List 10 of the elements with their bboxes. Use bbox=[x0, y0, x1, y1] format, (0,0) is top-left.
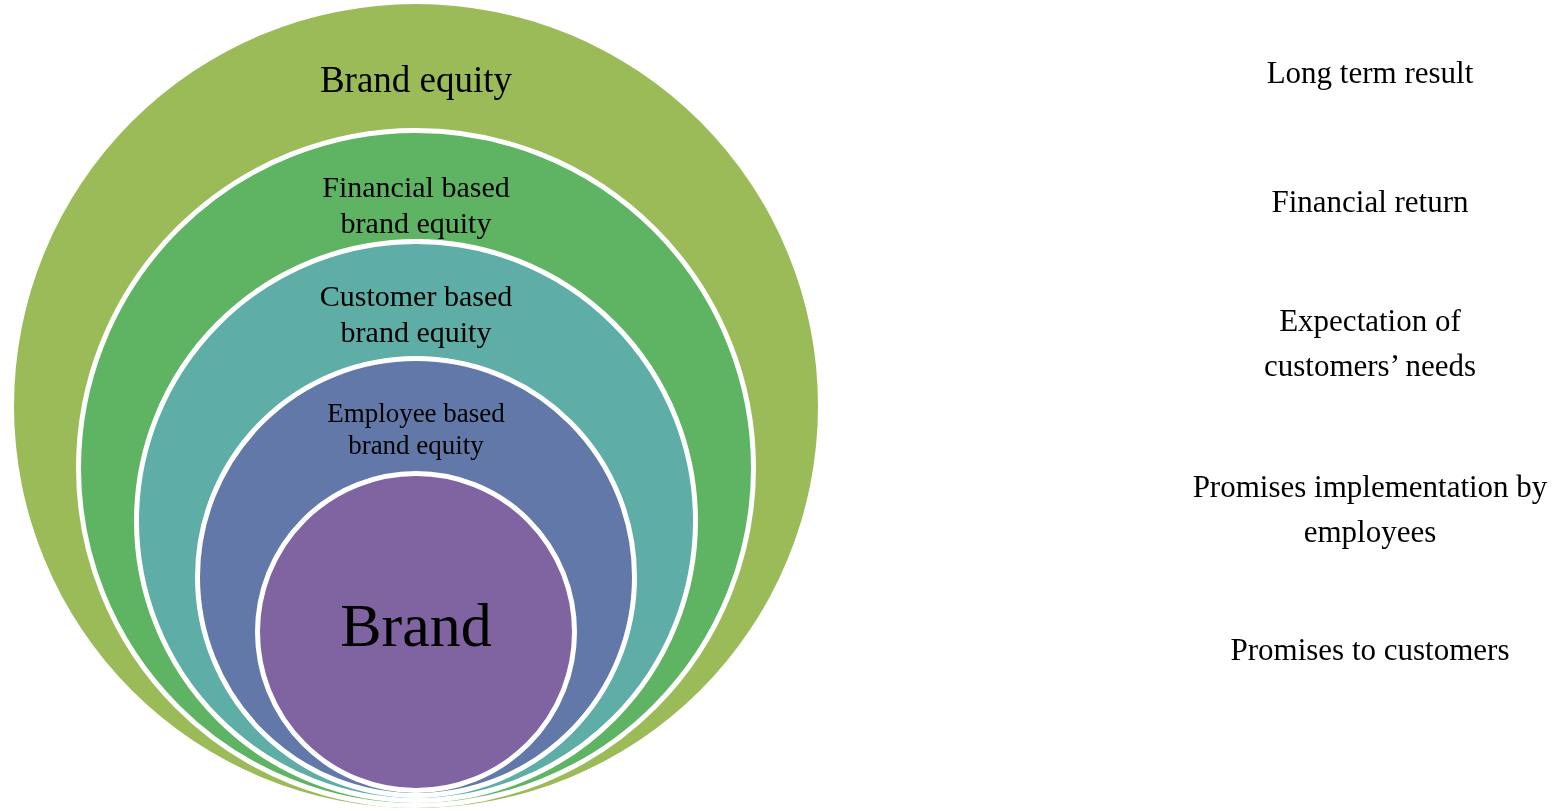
circle-label: Employee based brand equity bbox=[326, 397, 506, 462]
circle-label: Customer based brand equity bbox=[318, 278, 514, 350]
circle-label: Brand bbox=[339, 590, 493, 661]
side-note: Expectation of customers’ needs bbox=[1262, 302, 1478, 385]
circle-label: Brand equity bbox=[318, 58, 514, 102]
side-note: Promises to customers bbox=[1229, 631, 1511, 669]
side-note: Long term result bbox=[1265, 54, 1475, 92]
side-note: Promises implementation by employees bbox=[1191, 468, 1549, 551]
circle-label: Financial based brand equity bbox=[321, 169, 511, 241]
side-note: Financial return bbox=[1270, 183, 1470, 221]
